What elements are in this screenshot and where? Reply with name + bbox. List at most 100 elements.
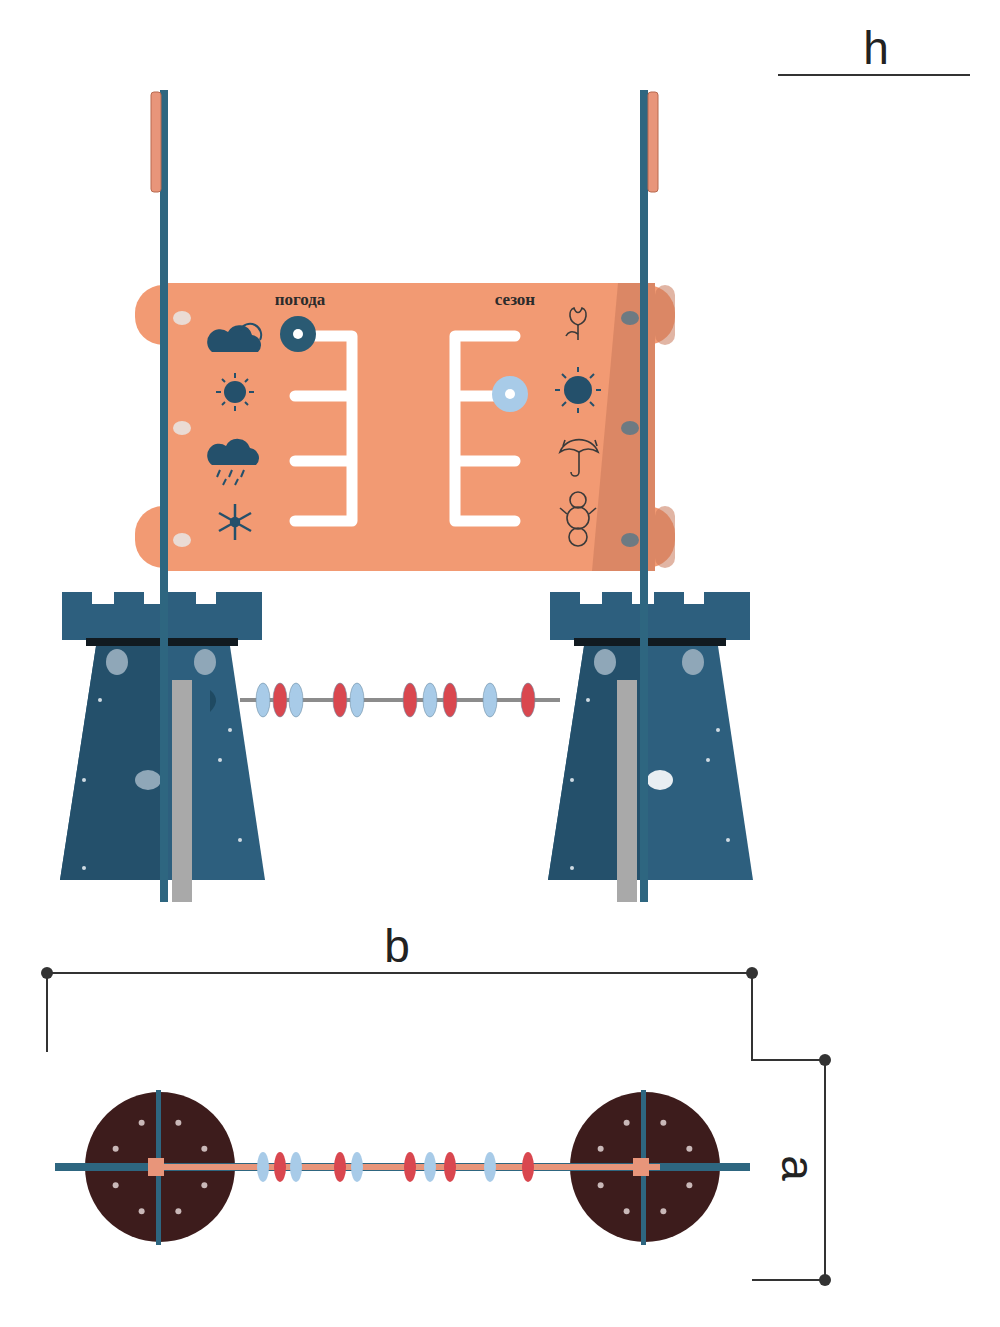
slider-knob <box>293 329 303 339</box>
tower <box>570 698 730 870</box>
abacus-bead <box>273 683 287 717</box>
panel-bolt <box>173 311 191 325</box>
tower <box>210 690 216 712</box>
bolt-dot <box>201 1182 207 1188</box>
dimension-line <box>47 972 752 974</box>
weather-icon <box>219 504 251 540</box>
season-icon <box>570 308 586 325</box>
abacus-bead <box>351 1152 363 1182</box>
slider-knob <box>505 389 515 399</box>
season-icon <box>562 374 566 378</box>
info-panel <box>655 285 675 345</box>
post <box>160 90 168 902</box>
info-panel <box>135 283 675 571</box>
dimension-line <box>46 973 48 1052</box>
dimension-label: a <box>775 1155 821 1181</box>
abacus-bead <box>256 683 535 717</box>
dimension-dot <box>41 967 53 979</box>
dimension-dot <box>41 967 831 1286</box>
bolt-dot <box>113 1146 119 1152</box>
bolt-dot <box>139 1120 145 1126</box>
abacus-bead <box>289 683 303 717</box>
top-view-frame <box>633 1158 649 1176</box>
abacus-bead <box>257 1152 534 1182</box>
abacus-bead <box>423 683 437 717</box>
season-icon <box>555 308 601 546</box>
abacus-bead <box>484 1152 496 1182</box>
weather-icon <box>240 324 261 340</box>
season-icon <box>560 440 598 452</box>
bolt-dot <box>598 1146 604 1152</box>
bolt-dot <box>686 1146 692 1152</box>
dimension-line <box>824 1060 826 1280</box>
season-icon <box>570 492 586 508</box>
abacus-bead <box>424 1152 436 1182</box>
dimension-dot <box>819 1274 831 1286</box>
slider-slot <box>295 336 515 521</box>
tower <box>586 698 590 702</box>
abacus-bead <box>256 683 270 717</box>
tower <box>82 778 86 782</box>
bolt-dot <box>139 1208 145 1214</box>
support-bar <box>172 680 637 902</box>
season-icon <box>566 332 578 336</box>
abacus-bead <box>274 1152 286 1182</box>
season-icon <box>563 440 565 446</box>
season-icon <box>596 389 601 391</box>
season-icon <box>577 408 579 413</box>
abacus-bead <box>350 683 364 717</box>
weather-icon <box>216 373 254 411</box>
panel-bolt <box>621 311 639 547</box>
bolt-dot <box>660 1208 666 1214</box>
weather-icon <box>231 518 239 526</box>
tower <box>574 638 726 646</box>
weather-icon <box>245 402 248 405</box>
tower <box>218 758 222 762</box>
slider-knob <box>280 316 316 352</box>
tower <box>548 592 753 880</box>
season-icon <box>571 452 579 476</box>
tower <box>228 728 232 732</box>
abacus-bead <box>521 683 535 717</box>
weather-icon <box>222 379 225 382</box>
bolt-dot <box>660 1120 666 1126</box>
dimension-line <box>752 973 825 1060</box>
season-icon <box>567 507 589 529</box>
tower <box>716 728 720 732</box>
bolt-dot <box>686 1182 692 1188</box>
info-panel: погодасезон <box>135 283 675 571</box>
season-icon <box>595 440 597 446</box>
info-panel <box>165 283 655 571</box>
abacus-bead <box>290 1152 302 1182</box>
tower <box>594 649 616 675</box>
bolt-dot <box>624 1208 630 1214</box>
season-icon <box>564 376 592 404</box>
slider-slot <box>455 336 515 521</box>
season-icon <box>590 374 594 378</box>
tower <box>550 592 750 640</box>
abacus-bead <box>443 683 457 717</box>
weather-icon <box>229 470 232 477</box>
weather-icon <box>217 470 220 477</box>
weather-icon <box>207 439 259 465</box>
post-handle <box>648 92 658 192</box>
slider-slot <box>295 336 352 521</box>
tower <box>106 649 128 675</box>
tower <box>98 698 102 702</box>
season-icon <box>577 367 579 372</box>
tower <box>194 649 216 675</box>
abacus-bead <box>334 1152 346 1182</box>
bolt-dot <box>624 1120 630 1126</box>
weather-icon <box>245 379 248 382</box>
tower <box>570 866 574 870</box>
post <box>160 90 648 902</box>
panel-bolt <box>621 311 639 325</box>
top-view-frame <box>148 1158 164 1176</box>
dimension-line <box>752 1279 825 1281</box>
tower <box>682 649 704 675</box>
panel-bolt <box>173 311 191 547</box>
panel-bolt <box>173 533 191 547</box>
weather-icon <box>234 406 236 411</box>
